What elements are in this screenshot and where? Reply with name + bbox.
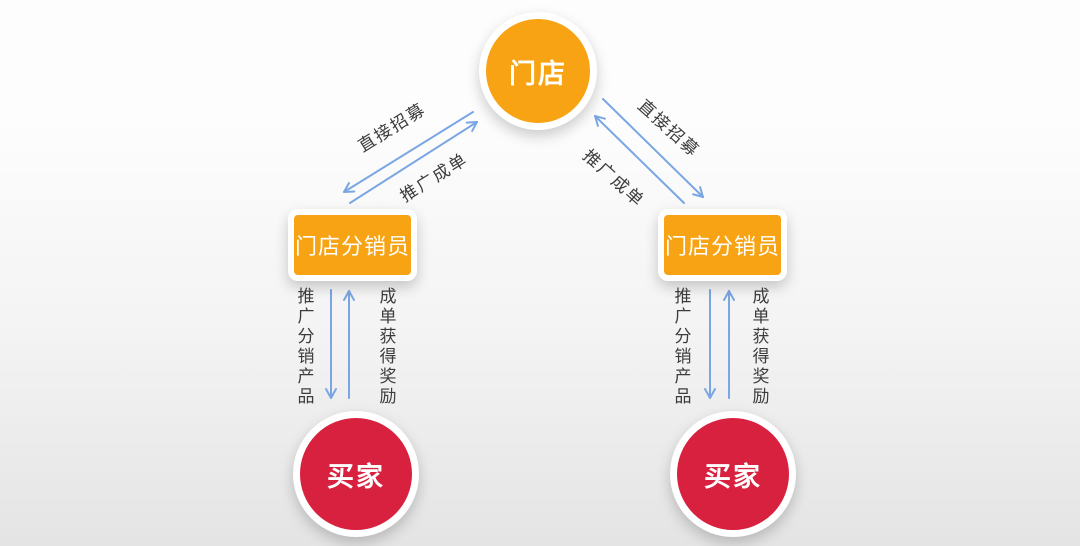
distributor-node-right: 门店分销员 bbox=[658, 209, 787, 281]
edge-promote-right-label: 推广分销产品 bbox=[670, 287, 691, 407]
buyer-node-left-label: 买家 bbox=[327, 461, 385, 493]
edge-recruit-right-line bbox=[602, 98, 704, 198]
buyer-node-right-label: 买家 bbox=[704, 461, 762, 493]
edge-promote-left-label: 推广分销产品 bbox=[293, 287, 314, 407]
edge-close-order-right-line bbox=[594, 114, 685, 204]
distributor-node-left: 门店分销员 bbox=[288, 209, 417, 281]
distributor-node-left-label: 门店分销员 bbox=[294, 235, 410, 260]
distributor-node-right-label: 门店分销员 bbox=[664, 235, 780, 260]
store-node: 门店 bbox=[479, 12, 597, 130]
store-node-label: 门店 bbox=[509, 58, 567, 90]
buyer-node-right: 买家 bbox=[670, 411, 796, 537]
edge-close-order-left-line bbox=[349, 121, 478, 204]
edge-reward-right-label: 成单获得奖励 bbox=[748, 287, 769, 407]
edge-reward-left-label: 成单获得奖励 bbox=[375, 287, 396, 407]
edge-recruit-left-line bbox=[343, 111, 474, 193]
buyer-node-left: 买家 bbox=[293, 411, 419, 537]
